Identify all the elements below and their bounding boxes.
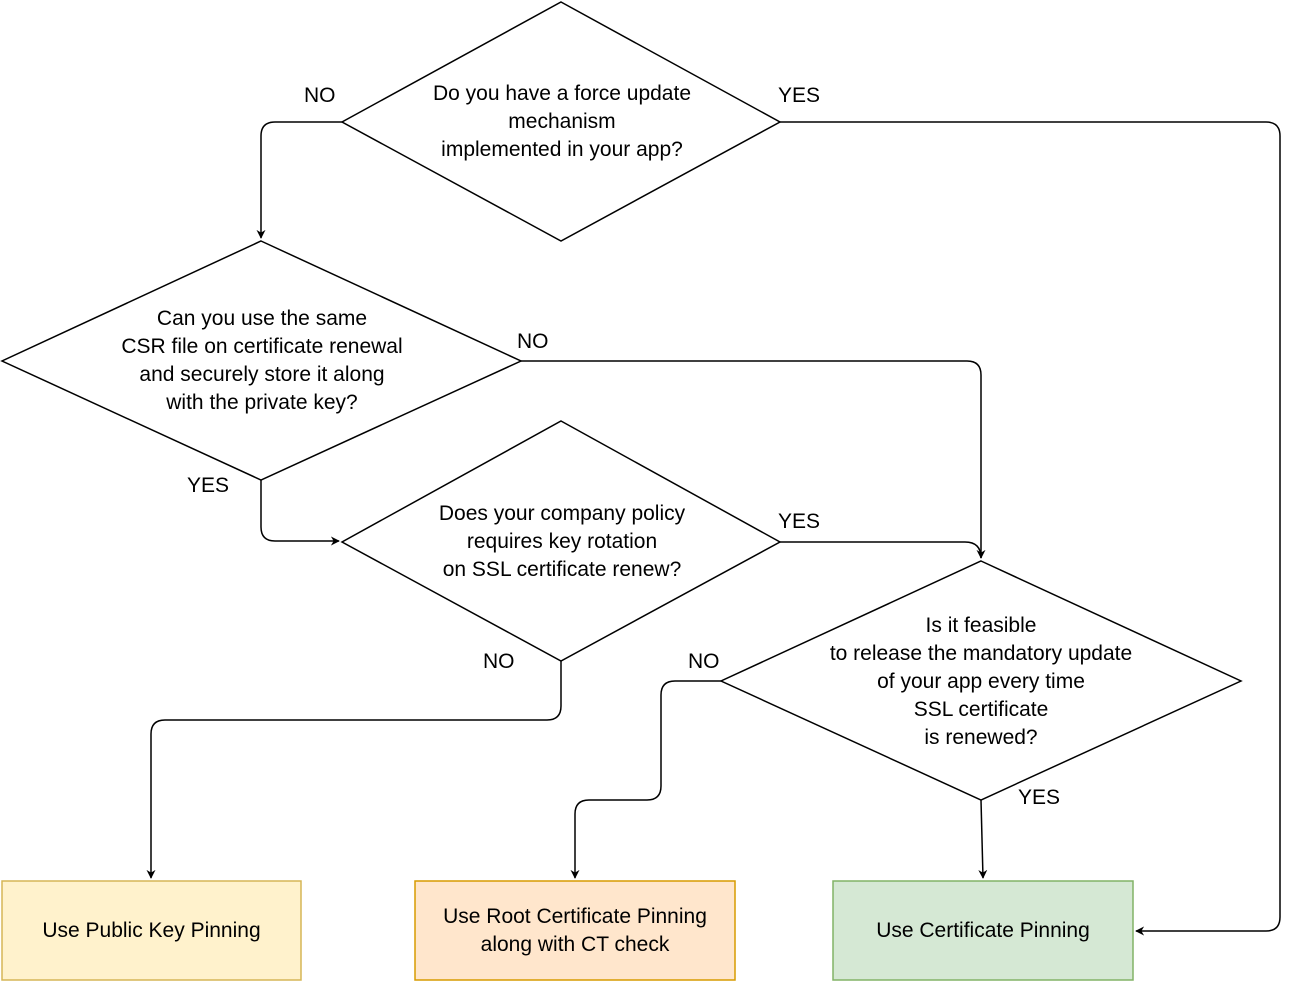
edge-force-update-yes bbox=[780, 121, 1281, 936]
edge-csr-no bbox=[521, 360, 986, 559]
outcome-public-key-label: Use Public Key Pinning bbox=[42, 918, 261, 942]
edge-label-csr-no: NO bbox=[517, 330, 549, 353]
edge-rotation-yes bbox=[780, 541, 982, 559]
edge-label-force-update-yes: YES bbox=[778, 84, 821, 107]
edge-label-rotation-yes: YES bbox=[778, 510, 821, 533]
edge-label-mandatory-yes: YES bbox=[1018, 786, 1061, 809]
outcome-cert-box bbox=[832, 880, 1134, 981]
decision-force-update-shape bbox=[340, 1, 782, 242]
edge-mandatory-no bbox=[570, 680, 721, 879]
outcome-cert-label: Use Certificate Pinning bbox=[876, 918, 1090, 942]
edge-csr-yes bbox=[260, 480, 340, 546]
outcome-public-key-box bbox=[1, 880, 302, 981]
outcome-root-cert-label: Use Root Certificate Pinning along with … bbox=[443, 904, 707, 956]
edge-label-force-update-no: NO bbox=[304, 84, 336, 107]
decision-key-rotation-text: Does your company policy requires key ro… bbox=[438, 502, 686, 581]
decision-csr-reuse-text: Can you use the same CSR file on certifi… bbox=[121, 307, 403, 414]
edge-force-update-no bbox=[256, 121, 342, 239]
edge-mandatory-yes bbox=[978, 799, 988, 879]
outcome-root-cert-box bbox=[414, 880, 736, 981]
edge-rotation-no bbox=[146, 661, 562, 879]
edge-label-rotation-no: NO bbox=[483, 650, 515, 673]
decision-mandatory-update-text: Is it feasible to release the mandatory … bbox=[829, 614, 1133, 749]
edge-label-mandatory-no: NO bbox=[688, 650, 720, 673]
edge-label-csr-yes: YES bbox=[187, 474, 230, 497]
decision-force-update-text: Do you have a force update mechanism imp… bbox=[432, 82, 691, 161]
